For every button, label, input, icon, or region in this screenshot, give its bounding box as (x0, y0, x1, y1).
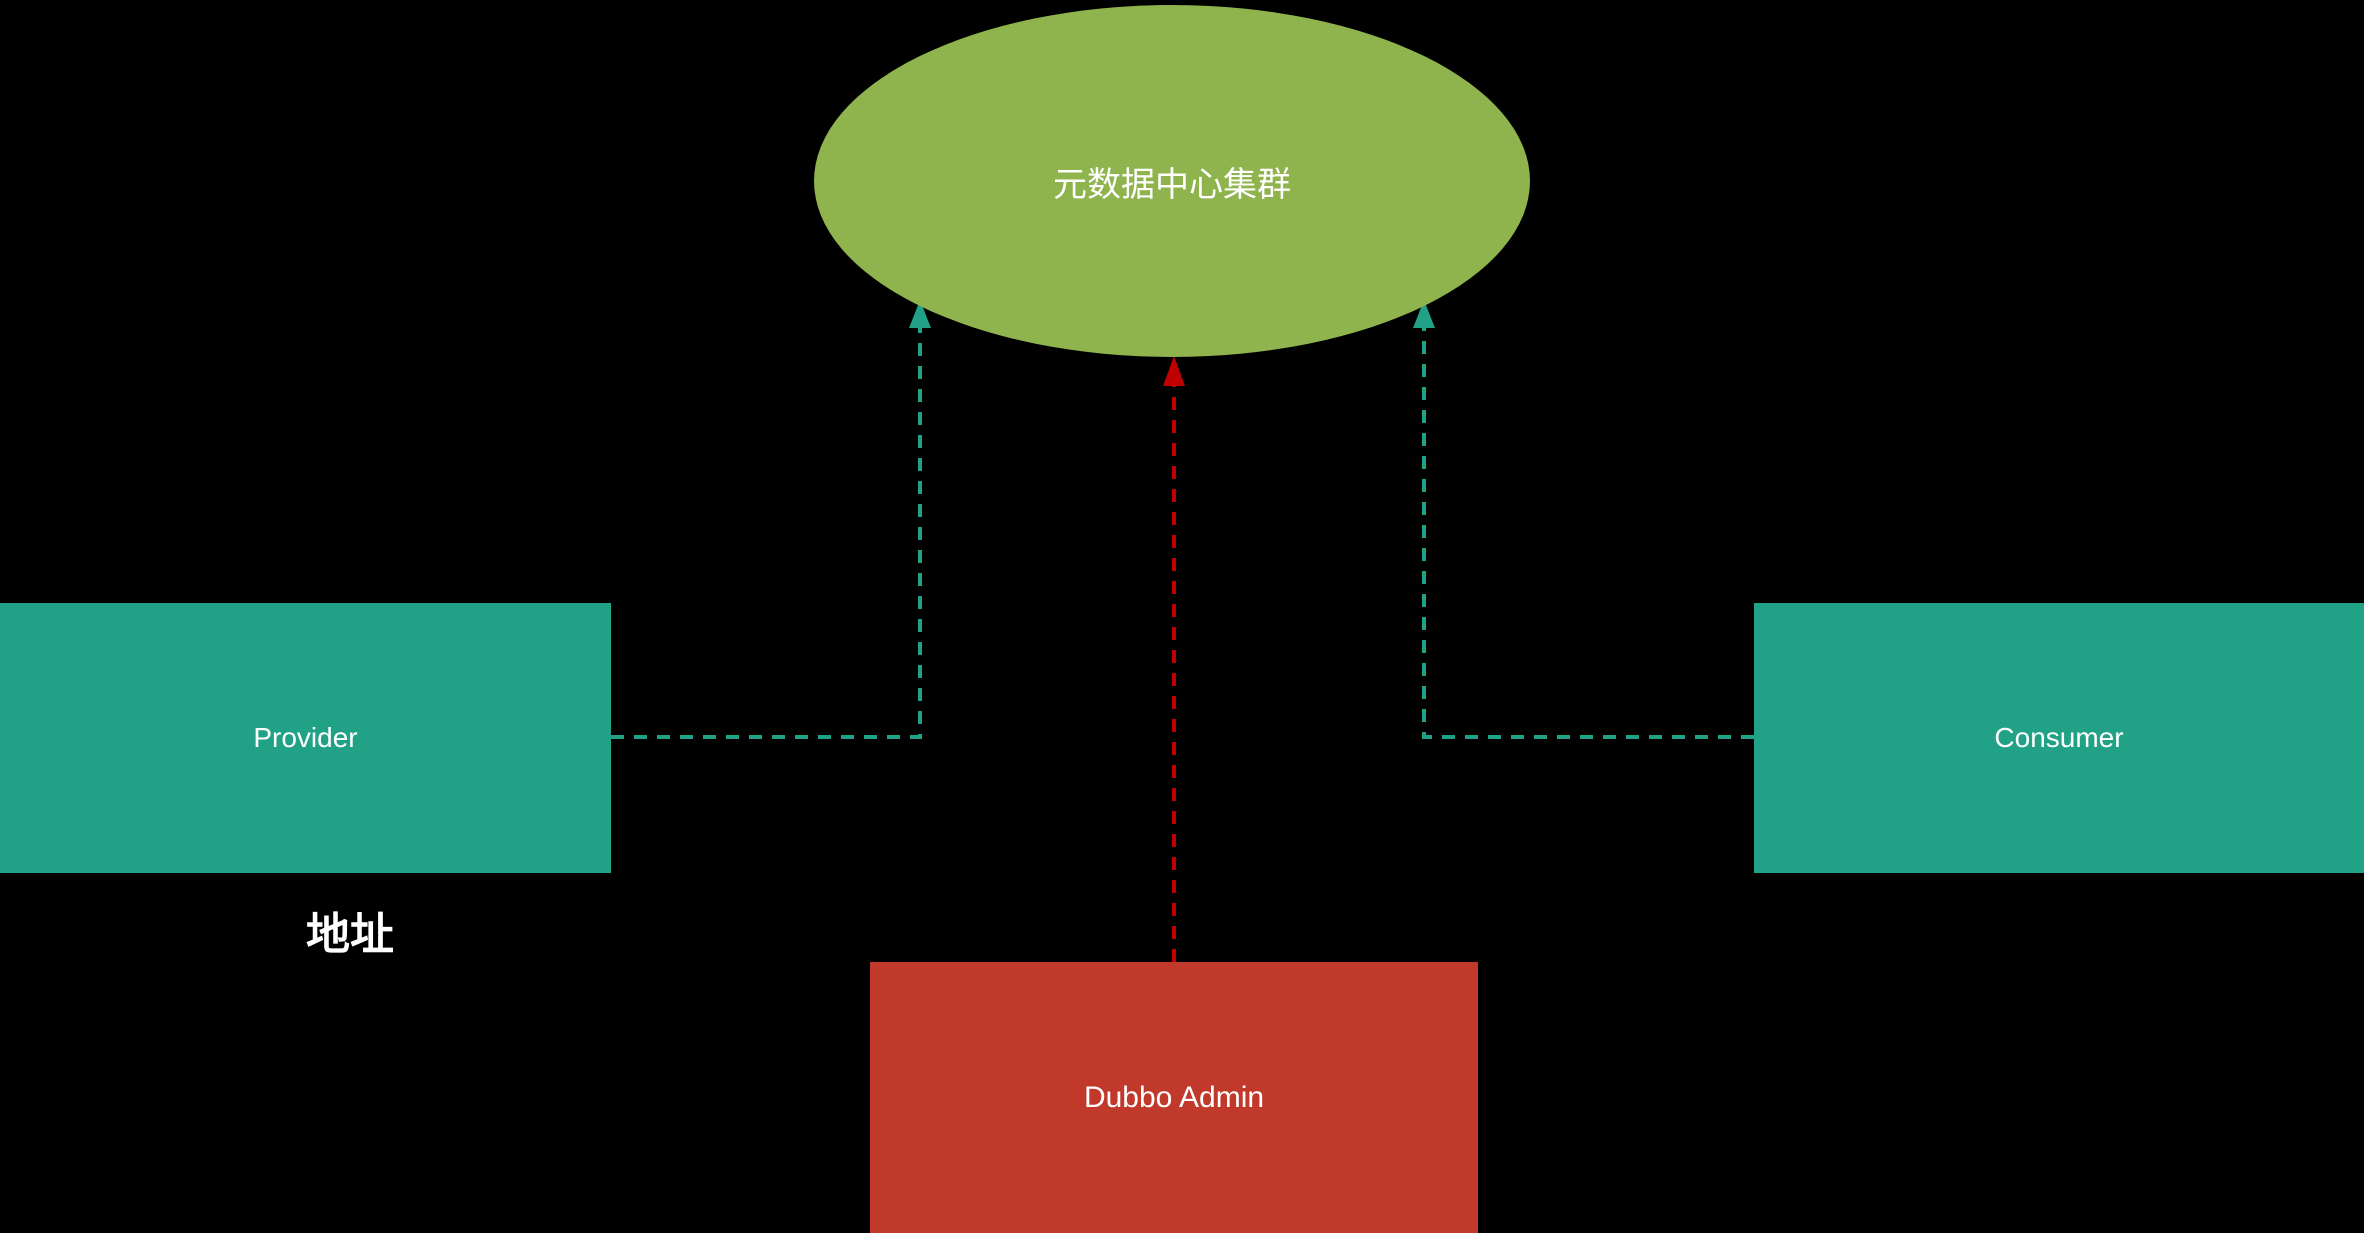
dubbo-admin-label: Dubbo Admin (1083, 1080, 1265, 1114)
admin-arrowhead-icon (1163, 356, 1185, 386)
consumer-node: Consumer (1754, 603, 2364, 873)
metadata-cluster-label: 元数据中心集群 (1053, 165, 1291, 204)
address-label: 地址 (306, 910, 394, 959)
consumer-label: Consumer (1994, 722, 2124, 753)
consumer-to-metadata-connector (1422, 326, 1754, 739)
dubbo-admin-node: Dubbo Admin (870, 962, 1478, 1233)
provider-node: Provider (0, 603, 611, 873)
provider-to-metadata-connector (611, 326, 922, 739)
provider-label: Provider (253, 722, 358, 753)
metadata-cluster-node: 元数据中心集群 (814, 5, 1530, 357)
